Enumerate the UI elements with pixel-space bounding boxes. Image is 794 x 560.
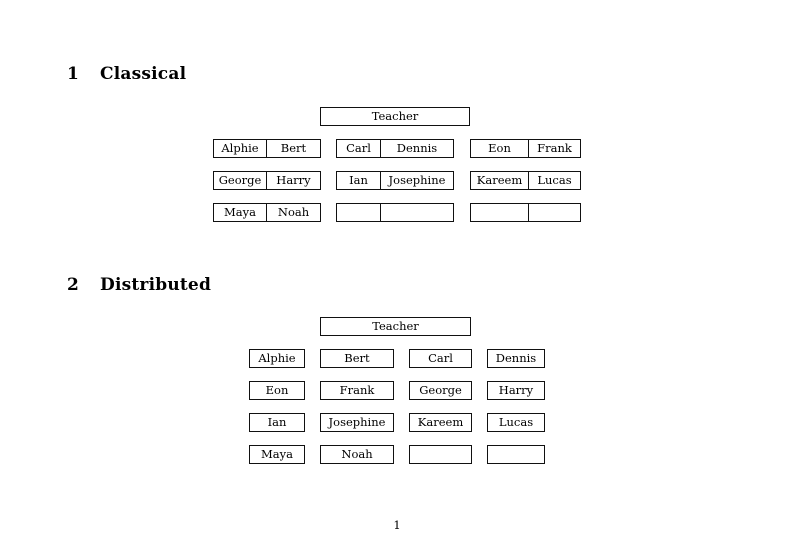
distributed-row3: Ian Josephine Kareem Lucas — [0, 413, 794, 432]
distributed-row1: Alphie Bert Carl Dennis — [0, 349, 794, 368]
page-number: 1 — [393, 518, 401, 532]
distributed-row2: Eon Frank George Harry — [0, 381, 794, 400]
classical-group2-row3-empty — [336, 203, 454, 222]
student-cell: Carl — [409, 349, 472, 368]
student-cell: George — [409, 381, 472, 400]
distributed-row4: Maya Noah — [0, 445, 794, 464]
distributed-teacher-box: Teacher — [320, 317, 471, 336]
student-cell: Bert — [266, 139, 321, 158]
empty-cell — [470, 203, 529, 222]
classical-group2-row1: Carl Dennis — [336, 139, 454, 158]
classical-group1-row2: George Harry — [213, 171, 321, 190]
student-cell: Alphie — [213, 139, 267, 158]
student-cell: Eon — [249, 381, 305, 400]
student-cell: Dennis — [380, 139, 454, 158]
classical-teacher-box: Teacher — [320, 107, 470, 126]
classical-group2-row2: Ian Josephine — [336, 171, 454, 190]
student-cell: Noah — [266, 203, 321, 222]
student-cell: Eon — [470, 139, 529, 158]
student-cell: Lucas — [528, 171, 581, 190]
student-cell: Lucas — [487, 413, 545, 432]
empty-cell — [528, 203, 581, 222]
student-cell: Harry — [266, 171, 321, 190]
student-cell: Ian — [336, 171, 381, 190]
student-cell: Maya — [249, 445, 305, 464]
student-cell: Josephine — [320, 413, 394, 432]
section-number: 1 — [67, 64, 80, 84]
student-cell: Kareem — [470, 171, 529, 190]
student-cell: Carl — [336, 139, 381, 158]
student-cell: Frank — [320, 381, 394, 400]
student-cell: George — [213, 171, 267, 190]
section-title: Distributed — [100, 275, 212, 295]
empty-cell — [487, 445, 545, 464]
student-cell: Dennis — [487, 349, 545, 368]
classical-group3-row3-empty — [470, 203, 581, 222]
classical-group3-row2: Kareem Lucas — [470, 171, 581, 190]
student-cell: Frank — [528, 139, 581, 158]
classical-group1-row1: Alphie Bert — [213, 139, 321, 158]
teacher-cell: Teacher — [320, 107, 470, 126]
section-heading-classical: 1 Classical — [67, 66, 186, 83]
student-cell: Ian — [249, 413, 305, 432]
teacher-cell: Teacher — [320, 317, 471, 336]
empty-cell — [409, 445, 472, 464]
empty-cell — [380, 203, 454, 222]
student-cell: Josephine — [380, 171, 454, 190]
student-cell: Maya — [213, 203, 267, 222]
classical-group3-row1: Eon Frank — [470, 139, 581, 158]
empty-cell — [336, 203, 381, 222]
student-cell: Bert — [320, 349, 394, 368]
student-cell: Kareem — [409, 413, 472, 432]
student-cell: Noah — [320, 445, 394, 464]
classical-group1-row3: Maya Noah — [213, 203, 321, 222]
section-heading-distributed: 2 Distributed — [67, 277, 211, 294]
student-cell: Alphie — [249, 349, 305, 368]
section-number: 2 — [67, 275, 80, 295]
section-title: Classical — [100, 64, 187, 84]
student-cell: Harry — [487, 381, 545, 400]
